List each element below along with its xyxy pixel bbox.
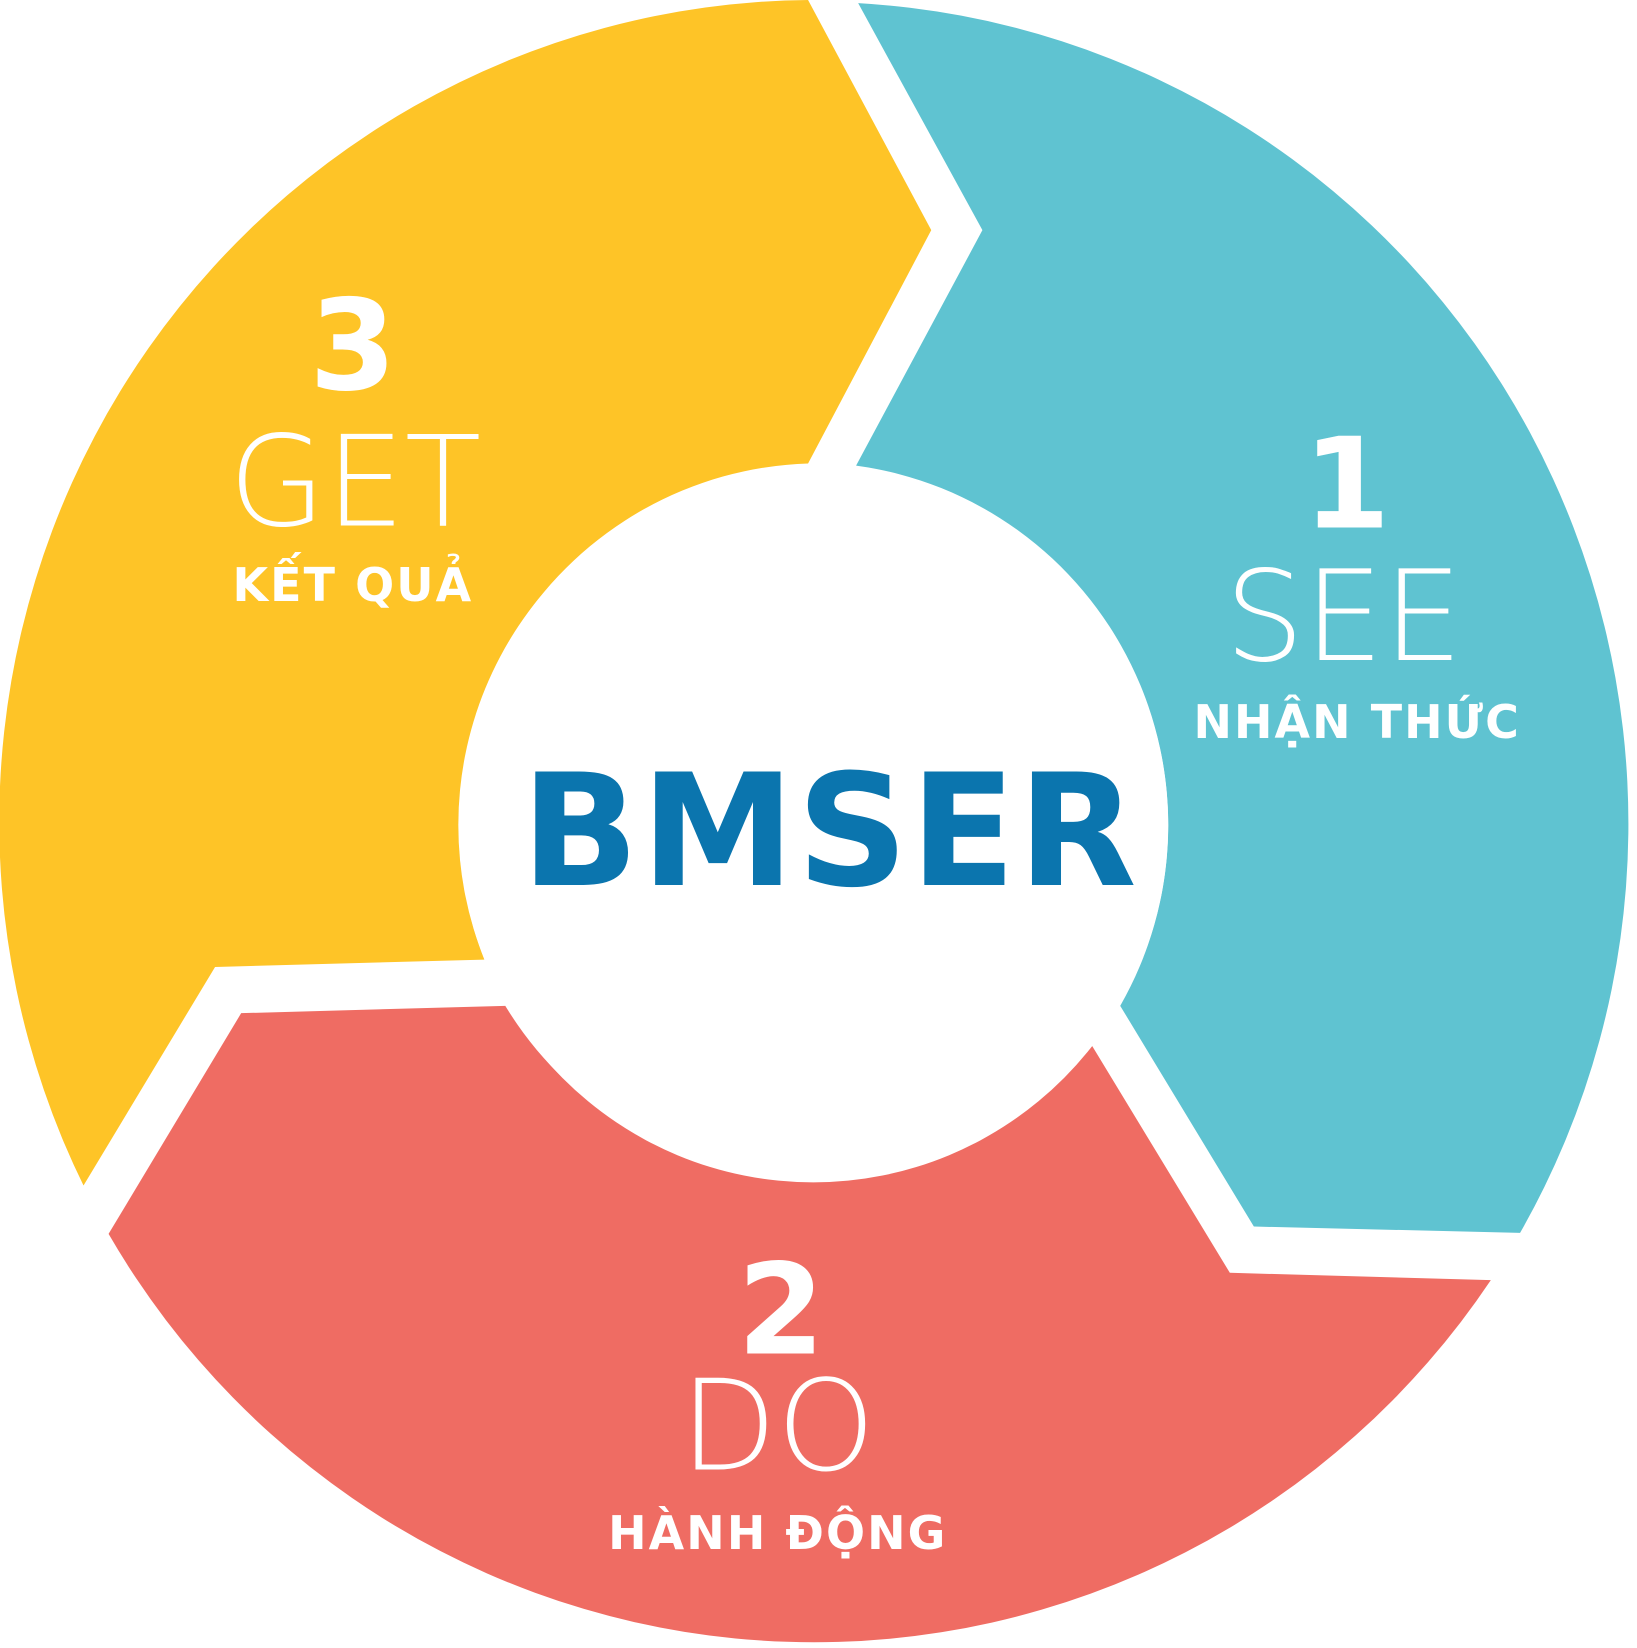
segment-see <box>856 3 1629 1233</box>
get-number: 3 <box>309 271 396 418</box>
center-circle <box>458 467 1169 1183</box>
center-title: BMSER <box>521 740 1139 922</box>
do-number: 2 <box>737 1236 824 1383</box>
get-word: GET <box>229 408 482 555</box>
see-number: 1 <box>1303 410 1390 557</box>
do-word: DO <box>680 1352 875 1499</box>
do-subtitle: HÀNH ĐỘNG <box>608 1506 947 1560</box>
see-word: SEE <box>1225 543 1463 690</box>
get-subtitle: KẾT QUẢ <box>232 552 473 612</box>
segment-do <box>108 1005 1491 1643</box>
see-subtitle: NHẬN THỨC <box>1193 695 1520 749</box>
segment-get <box>0 0 932 1186</box>
